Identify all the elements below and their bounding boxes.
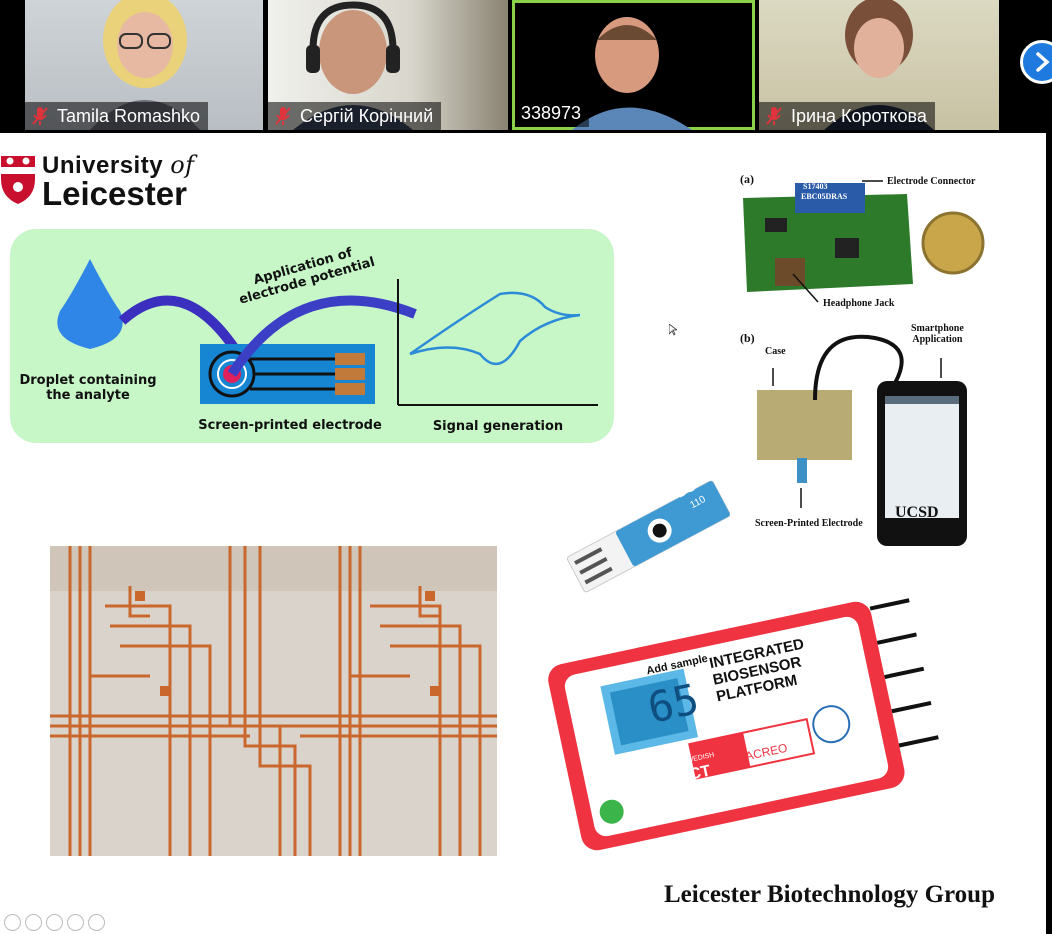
participant-name-bar: Ірина Короткова — [759, 102, 935, 130]
logo-line1-italic: of — [170, 151, 195, 179]
signal-label: Signal generation — [432, 419, 564, 434]
muted-mic-icon — [32, 107, 48, 125]
participant-name: Сергій Корінний — [300, 105, 434, 126]
ucsd-label: UCSD — [895, 504, 939, 521]
slides-grid-button[interactable] — [46, 914, 63, 931]
diagram-graphics — [57, 259, 598, 406]
participant-name: 338973 — [521, 102, 582, 123]
copper-traces-graphic — [50, 546, 497, 856]
slide-footer: Leicester Biotechnology Group — [664, 881, 995, 908]
test-strip-graphic — [566, 480, 730, 593]
participant-name-bar: 338973 — [515, 99, 590, 127]
previous-slide-button[interactable] — [4, 914, 21, 931]
fig-label-a: (a) — [740, 172, 754, 186]
participant-video — [572, 17, 692, 130]
fig-label-b: (b) — [740, 331, 755, 345]
pen-button[interactable] — [25, 914, 42, 931]
participant-name: Tamila Romashko — [57, 105, 201, 126]
participant-name-bar: Tamila Romashko — [25, 102, 209, 130]
copper-traces — [50, 546, 497, 856]
shield-icon — [1, 156, 35, 204]
chip-text-2: EBC05DRAS — [801, 192, 848, 201]
slide-controls — [4, 914, 105, 931]
chevron-right-icon — [1036, 52, 1050, 72]
electrode-label: Screen-printed electrode — [198, 418, 382, 433]
muted-mic-icon — [766, 107, 782, 125]
case-graphic — [757, 390, 852, 460]
coin — [921, 211, 985, 275]
headphone-jack-label: Headphone Jack — [823, 298, 895, 309]
participant-name-bar: Сергій Корінний — [268, 102, 442, 130]
participant-tile-4[interactable]: Ірина Короткова — [759, 0, 999, 130]
participant-name: Ірина Короткова — [791, 105, 927, 126]
mouse-cursor-icon — [669, 324, 677, 336]
device-graphics — [743, 180, 985, 546]
electrode-connector-label: Electrode Connector — [887, 176, 976, 187]
window-edge — [1046, 133, 1052, 934]
printed-circuit-photo — [50, 546, 497, 856]
smartphone-app-label: Smartphone Application — [911, 323, 964, 345]
participant-strip: Tamila Romashko Сергій Корінний — [0, 0, 1052, 133]
chip-text-1: S17403 — [803, 182, 828, 191]
biosensor-card-graphic — [548, 598, 939, 851]
screen-printed-electrode-label: Screen-Printed Electrode — [755, 518, 863, 529]
muted-mic-icon — [275, 107, 291, 125]
droplet-label: Droplet containing the analyte — [19, 373, 157, 403]
sensor-reading: 65 — [643, 674, 704, 733]
participant-tile-3[interactable]: 338973 — [512, 0, 755, 130]
zoom-button[interactable] — [67, 914, 84, 931]
participant-tile-1[interactable]: Tamila Romashko — [25, 0, 263, 130]
electrochemistry-diagram: Droplet containing the analyte Applicati… — [10, 229, 614, 443]
logo-line2: Leicester — [42, 175, 187, 212]
logo-line1: University — [42, 152, 164, 179]
electrode-connector — [795, 183, 865, 213]
participant-tile-2[interactable]: Сергій Корінний — [268, 0, 508, 130]
device-figure: (a) S17403 EBC05DRAS Electrode Connector… — [735, 168, 1025, 548]
case-label: Case — [765, 346, 786, 357]
droplet-icon — [57, 259, 123, 349]
next-page-button[interactable] — [1020, 40, 1052, 84]
shared-slide: University of Leicester — [0, 133, 1046, 934]
test-strip-photo: DS 110 — [560, 473, 730, 598]
biosensor-card-photo: Add sample 65 INTEGRATED BIOSENSOR PLATF… — [540, 583, 940, 853]
more-options-button[interactable] — [88, 914, 105, 931]
